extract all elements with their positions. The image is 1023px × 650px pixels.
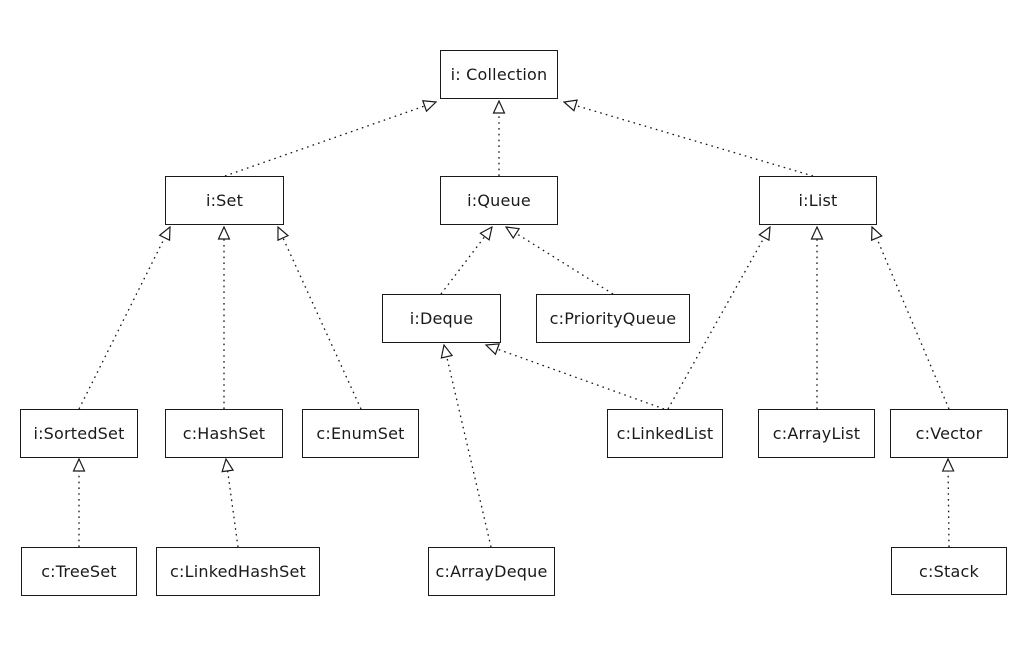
node-treeset: c:TreeSet (21, 547, 137, 596)
node-hashset: c:HashSet (165, 409, 283, 458)
edge-linkedlist-to-deque (486, 345, 665, 410)
node-enumset: c:EnumSet (302, 409, 419, 458)
node-vector: c:Vector (890, 409, 1008, 458)
node-queue: i:Queue (440, 176, 558, 225)
node-label: c:LinkedHashSet (170, 562, 306, 581)
node-label: c:PriorityQueue (549, 309, 677, 328)
node-set: i:Set (165, 176, 284, 225)
node-label: i: Collection (450, 65, 548, 84)
node-label: c:Stack (919, 561, 979, 581)
node-linkedlist: c:LinkedList (607, 409, 723, 458)
node-label: c:HashSet (182, 424, 266, 443)
edge-enumset-to-set (278, 227, 362, 410)
node-label: i:Queue (467, 191, 531, 210)
node-label: c:Vector (915, 424, 983, 443)
node-label: i:SortedSet (33, 424, 125, 443)
node-label: c:LinkedList (616, 424, 714, 443)
node-label: c:ArrayList (772, 424, 861, 443)
edge-list-to-collection (564, 102, 814, 177)
edge-deque-to-queue (440, 227, 492, 295)
edge-sortedset-to-set (78, 227, 170, 410)
node-label: i:Set (205, 191, 244, 210)
edge-linkedhashset-to-hashset (226, 459, 239, 548)
node-collection: i: Collection (440, 50, 558, 99)
node-linkedhashset: c:LinkedHashSet (156, 547, 320, 596)
node-sortedset: i:SortedSet (20, 409, 138, 458)
edge-vector-to-list (872, 227, 950, 410)
edge-arraydeque-to-deque (444, 345, 492, 548)
node-deque: i:Deque (382, 294, 501, 343)
node-arraydeque: c:ArrayDeque (428, 547, 555, 596)
node-label: c:EnumSet (316, 424, 405, 443)
node-arraylist: c:ArrayList (758, 409, 875, 458)
edge-stack-to-vector (948, 459, 949, 548)
node-stack: c:Stack (891, 547, 1007, 595)
node-list: i:List (759, 176, 877, 225)
edge-priorityqueue-to-queue (506, 227, 614, 295)
node-label: c:ArrayDeque (435, 562, 548, 581)
edge-set-to-collection (224, 102, 436, 177)
node-label: c:TreeSet (41, 562, 117, 581)
node-label: i:List (798, 191, 838, 210)
node-label: i:Deque (409, 309, 474, 328)
node-priorityqueue: c:PriorityQueue (536, 294, 690, 343)
